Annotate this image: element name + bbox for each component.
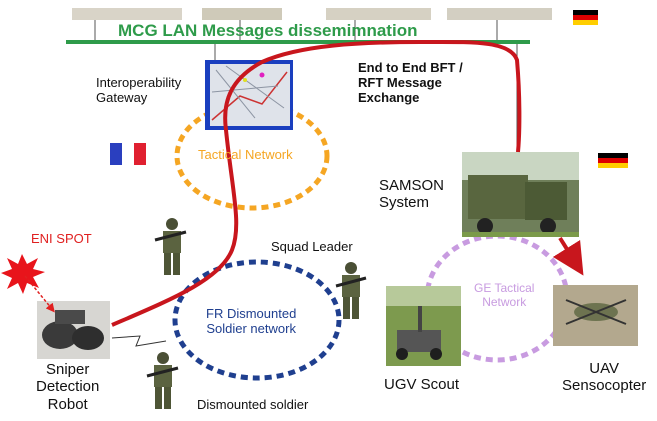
ge-network-label-line: GE Tactical [474, 281, 535, 295]
uav-sensocopter-image [553, 285, 638, 346]
bft-label-line: Exchange [358, 89, 420, 105]
ugv-scout-image [386, 286, 461, 366]
gateway-label-line: Interoperability [96, 75, 182, 90]
sniper-robot-label: Sniper Detection Robot [36, 361, 99, 413]
ge-network-label-line: Network [482, 294, 527, 309]
gateway-label: Interoperability Gateway [96, 75, 182, 106]
gateway-label-line: Gateway [96, 89, 148, 105]
samson-label-line: System [379, 194, 430, 212]
squad-leader-label: Squad Leader [271, 239, 353, 254]
lan-banner-title: MCG LAN Messages dissemimnation [118, 21, 418, 40]
samson-truck-image [462, 152, 579, 237]
flag-germany-icon [573, 10, 598, 25]
explosion-icon [1, 254, 45, 294]
sniper-robot-label-line: Sniper [46, 361, 90, 378]
eni-spot-arrow [24, 275, 55, 313]
flag-france-icon [110, 143, 146, 165]
dismounted-soldier-figure [146, 352, 179, 409]
samson-to-uav-arrow [552, 236, 584, 276]
samson-label: SAMSON System [379, 177, 444, 212]
sniper-robot-label-line: Robot [47, 395, 88, 413]
dismounted-soldier-label: Dismounted soldier [197, 397, 309, 412]
fr-network-label-line: FR Dismounted [206, 306, 297, 321]
uav-label-line: UAV [589, 360, 619, 377]
bft-label: End to End BFT / RFT Message Exchange [358, 60, 463, 106]
samson-label-line: SAMSON [379, 177, 445, 194]
eni-spot-label: ENI SPOT [31, 231, 92, 246]
radio-link-icon [111, 335, 167, 347]
sniper-robot-label-line: Detection [36, 378, 100, 396]
flag-germany-icon [598, 153, 628, 168]
fr-network-label-line: Soldier network [206, 320, 296, 336]
fr-network-label: FR Dismounted Soldier network [206, 306, 297, 337]
bft-label-line: RFT Message [358, 74, 442, 90]
top-map-thumbnails [72, 8, 552, 20]
fr-dismounted-network-ring [172, 259, 342, 381]
ugv-label: UGV Scout [384, 376, 460, 393]
ge-network-label: GE Tactical Network [474, 281, 535, 310]
soldier-figure-center [154, 218, 187, 275]
uav-label-line: Sensocopter [562, 377, 647, 395]
squad-leader-figure [335, 262, 367, 319]
bft-label-line: End to End BFT / [358, 60, 463, 75]
end-to-end-message-path [111, 39, 522, 327]
uav-label: UAV Sensocopter [562, 360, 646, 395]
sniper-robot-image [37, 301, 110, 359]
tactical-network-label: Tactical Network [198, 147, 293, 162]
